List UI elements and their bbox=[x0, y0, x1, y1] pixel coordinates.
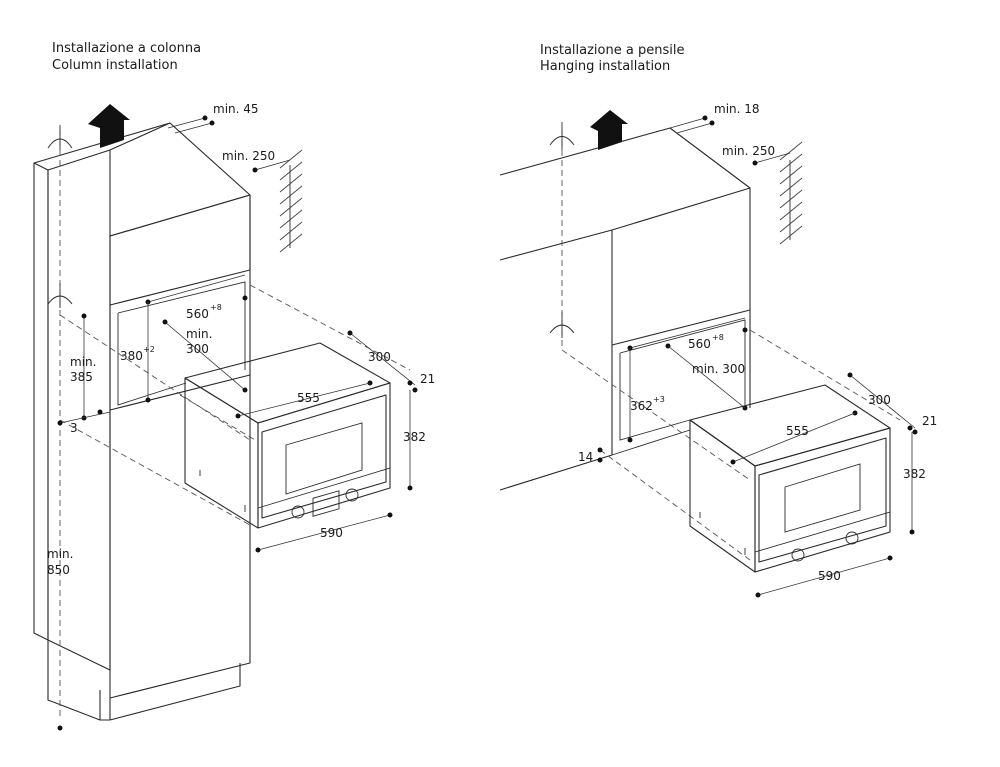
hanging-oven-depth: 300 bbox=[868, 393, 891, 407]
hanging-front-width: 590 bbox=[818, 569, 841, 583]
column-oven-width: 555 bbox=[297, 391, 320, 405]
ventilation-arrow-icon bbox=[590, 110, 628, 150]
column-title-it: Installazione a colonna bbox=[52, 41, 201, 56]
column-floor-b: 850 bbox=[47, 563, 70, 577]
hanging-niche-height: 362 bbox=[630, 399, 653, 413]
hanging-wall-hatch bbox=[779, 141, 803, 245]
hanging-niche-height-tol: +3 bbox=[653, 395, 665, 404]
hanging-oven-height: 382 bbox=[903, 467, 926, 481]
column-side-min-b: 385 bbox=[70, 370, 93, 384]
column-installation: Installazione a colonna Column installat… bbox=[33, 41, 435, 731]
hanging-niche-depth: min. 300 bbox=[692, 362, 745, 376]
hanging-wall-gap: min. 250 bbox=[722, 144, 775, 158]
ventilation-arrow-icon bbox=[88, 104, 130, 148]
column-gap: 3 bbox=[70, 421, 78, 435]
column-niche-height: 380 bbox=[120, 349, 143, 363]
hanging-cabinet bbox=[499, 127, 751, 491]
hanging-gap: 14 bbox=[578, 450, 593, 464]
column-top-gap: min. 45 bbox=[213, 102, 259, 116]
column-projection-lines bbox=[59, 284, 411, 526]
column-side-min-a: min. bbox=[70, 355, 96, 369]
hanging-oven-width: 555 bbox=[786, 424, 809, 438]
hanging-dimensions bbox=[597, 115, 918, 598]
hanging-top-gap: min. 18 bbox=[714, 102, 760, 116]
column-wall-gap: min. 250 bbox=[222, 149, 275, 163]
column-niche-width-tol: +8 bbox=[210, 303, 222, 312]
column-dimensions bbox=[57, 115, 418, 731]
hanging-oven bbox=[689, 384, 891, 573]
column-front-depth: 21 bbox=[420, 372, 435, 386]
hanging-niche-width: 560 bbox=[688, 337, 711, 351]
hanging-front-depth: 21 bbox=[922, 414, 937, 428]
column-niche-width: 560 bbox=[186, 307, 209, 321]
column-niche-depth-a: min. bbox=[186, 327, 212, 341]
hanging-niche-width-tol: +8 bbox=[712, 333, 724, 342]
column-oven-depth: 300 bbox=[368, 350, 391, 364]
column-wall-hatch bbox=[279, 149, 303, 253]
column-niche-height-tol: +2 bbox=[143, 345, 155, 354]
hanging-installation: Installazione a pensile Hanging installa… bbox=[499, 43, 937, 598]
column-floor-a: min. bbox=[47, 547, 73, 561]
column-niche-depth-b: 300 bbox=[186, 342, 209, 356]
column-oven bbox=[184, 342, 391, 529]
hanging-title-en: Hanging installation bbox=[540, 59, 670, 74]
column-oven-height: 382 bbox=[403, 430, 426, 444]
hanging-title-it: Installazione a pensile bbox=[540, 43, 684, 58]
column-title-en: Column installation bbox=[52, 58, 178, 73]
hanging-projection-lines bbox=[561, 329, 901, 561]
column-front-width: 590 bbox=[320, 526, 343, 540]
hanging-axis bbox=[549, 122, 575, 350]
